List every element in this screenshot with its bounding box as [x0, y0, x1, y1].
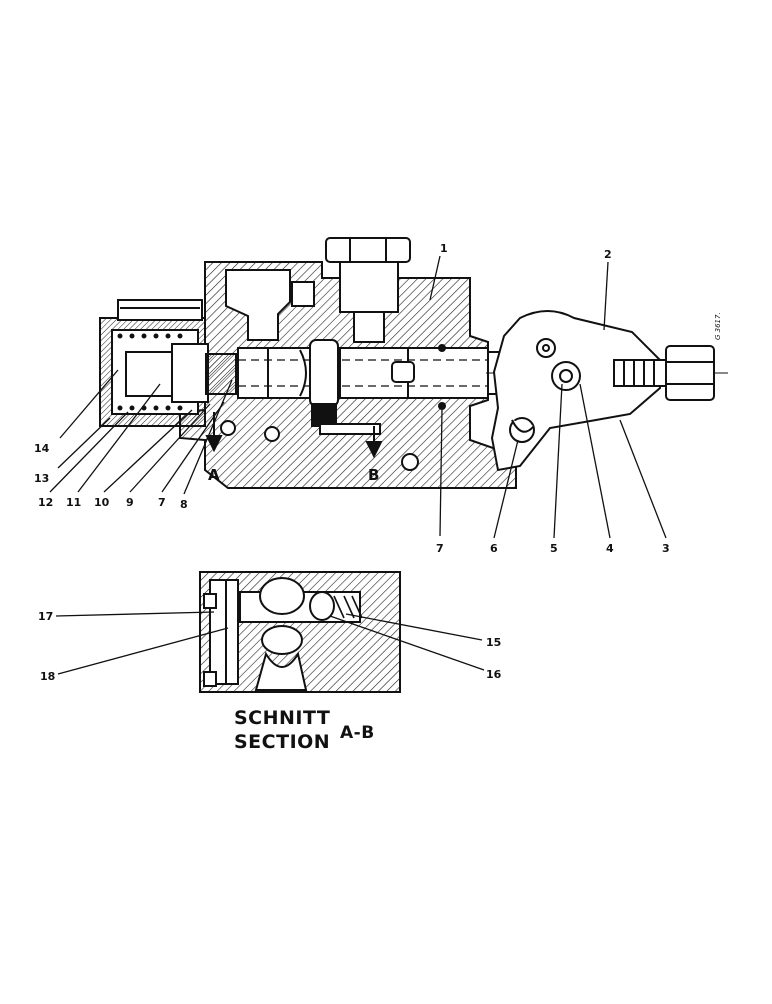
- callout-7-left: 7: [158, 496, 166, 509]
- top-plug: [325, 237, 411, 343]
- lever-plate: [490, 310, 661, 472]
- callout-16: 16: [486, 668, 502, 681]
- callout-18: 18: [40, 670, 55, 683]
- internal-cavities: [220, 420, 419, 471]
- callout-8: 8: [180, 498, 188, 511]
- callout-15: 15: [486, 636, 501, 649]
- callout-2: 2: [604, 248, 612, 261]
- section-arrows: [205, 412, 383, 459]
- callout-5: 5: [550, 542, 558, 555]
- section-caption-line2: SECTION: [234, 731, 330, 753]
- callout-4: 4: [606, 542, 614, 555]
- port-cavity: [225, 269, 315, 341]
- section-view-body: [199, 571, 401, 693]
- callout-7-right: 7: [436, 542, 444, 555]
- leader-lines: [49, 255, 667, 675]
- spool: [237, 339, 489, 427]
- callout-numbers: 1 2 3 4 5 6 7 7 8 9 10 11 12 13 14 15 16…: [34, 242, 670, 683]
- end-fitting: [613, 345, 715, 401]
- callout-13: 13: [34, 472, 49, 485]
- drawing-code: G 3617.: [714, 312, 722, 340]
- callout-1: 1: [440, 242, 448, 255]
- spool-retainer: [125, 343, 237, 403]
- spring-coils: [117, 333, 183, 411]
- callout-9: 9: [126, 496, 134, 509]
- section-caption-line1: SCHNITT: [234, 707, 330, 729]
- callout-17: 17: [38, 610, 53, 623]
- callout-12: 12: [38, 496, 53, 509]
- section-caption-id: A-B: [340, 723, 375, 743]
- callout-11: 11: [66, 496, 81, 509]
- callout-3: 3: [662, 542, 670, 555]
- callout-10: 10: [94, 496, 110, 509]
- section-marker-a: A: [208, 466, 220, 484]
- callout-14: 14: [34, 442, 50, 455]
- pins: [438, 338, 581, 443]
- section-marker-b: B: [368, 466, 380, 484]
- callout-6: 6: [490, 542, 498, 555]
